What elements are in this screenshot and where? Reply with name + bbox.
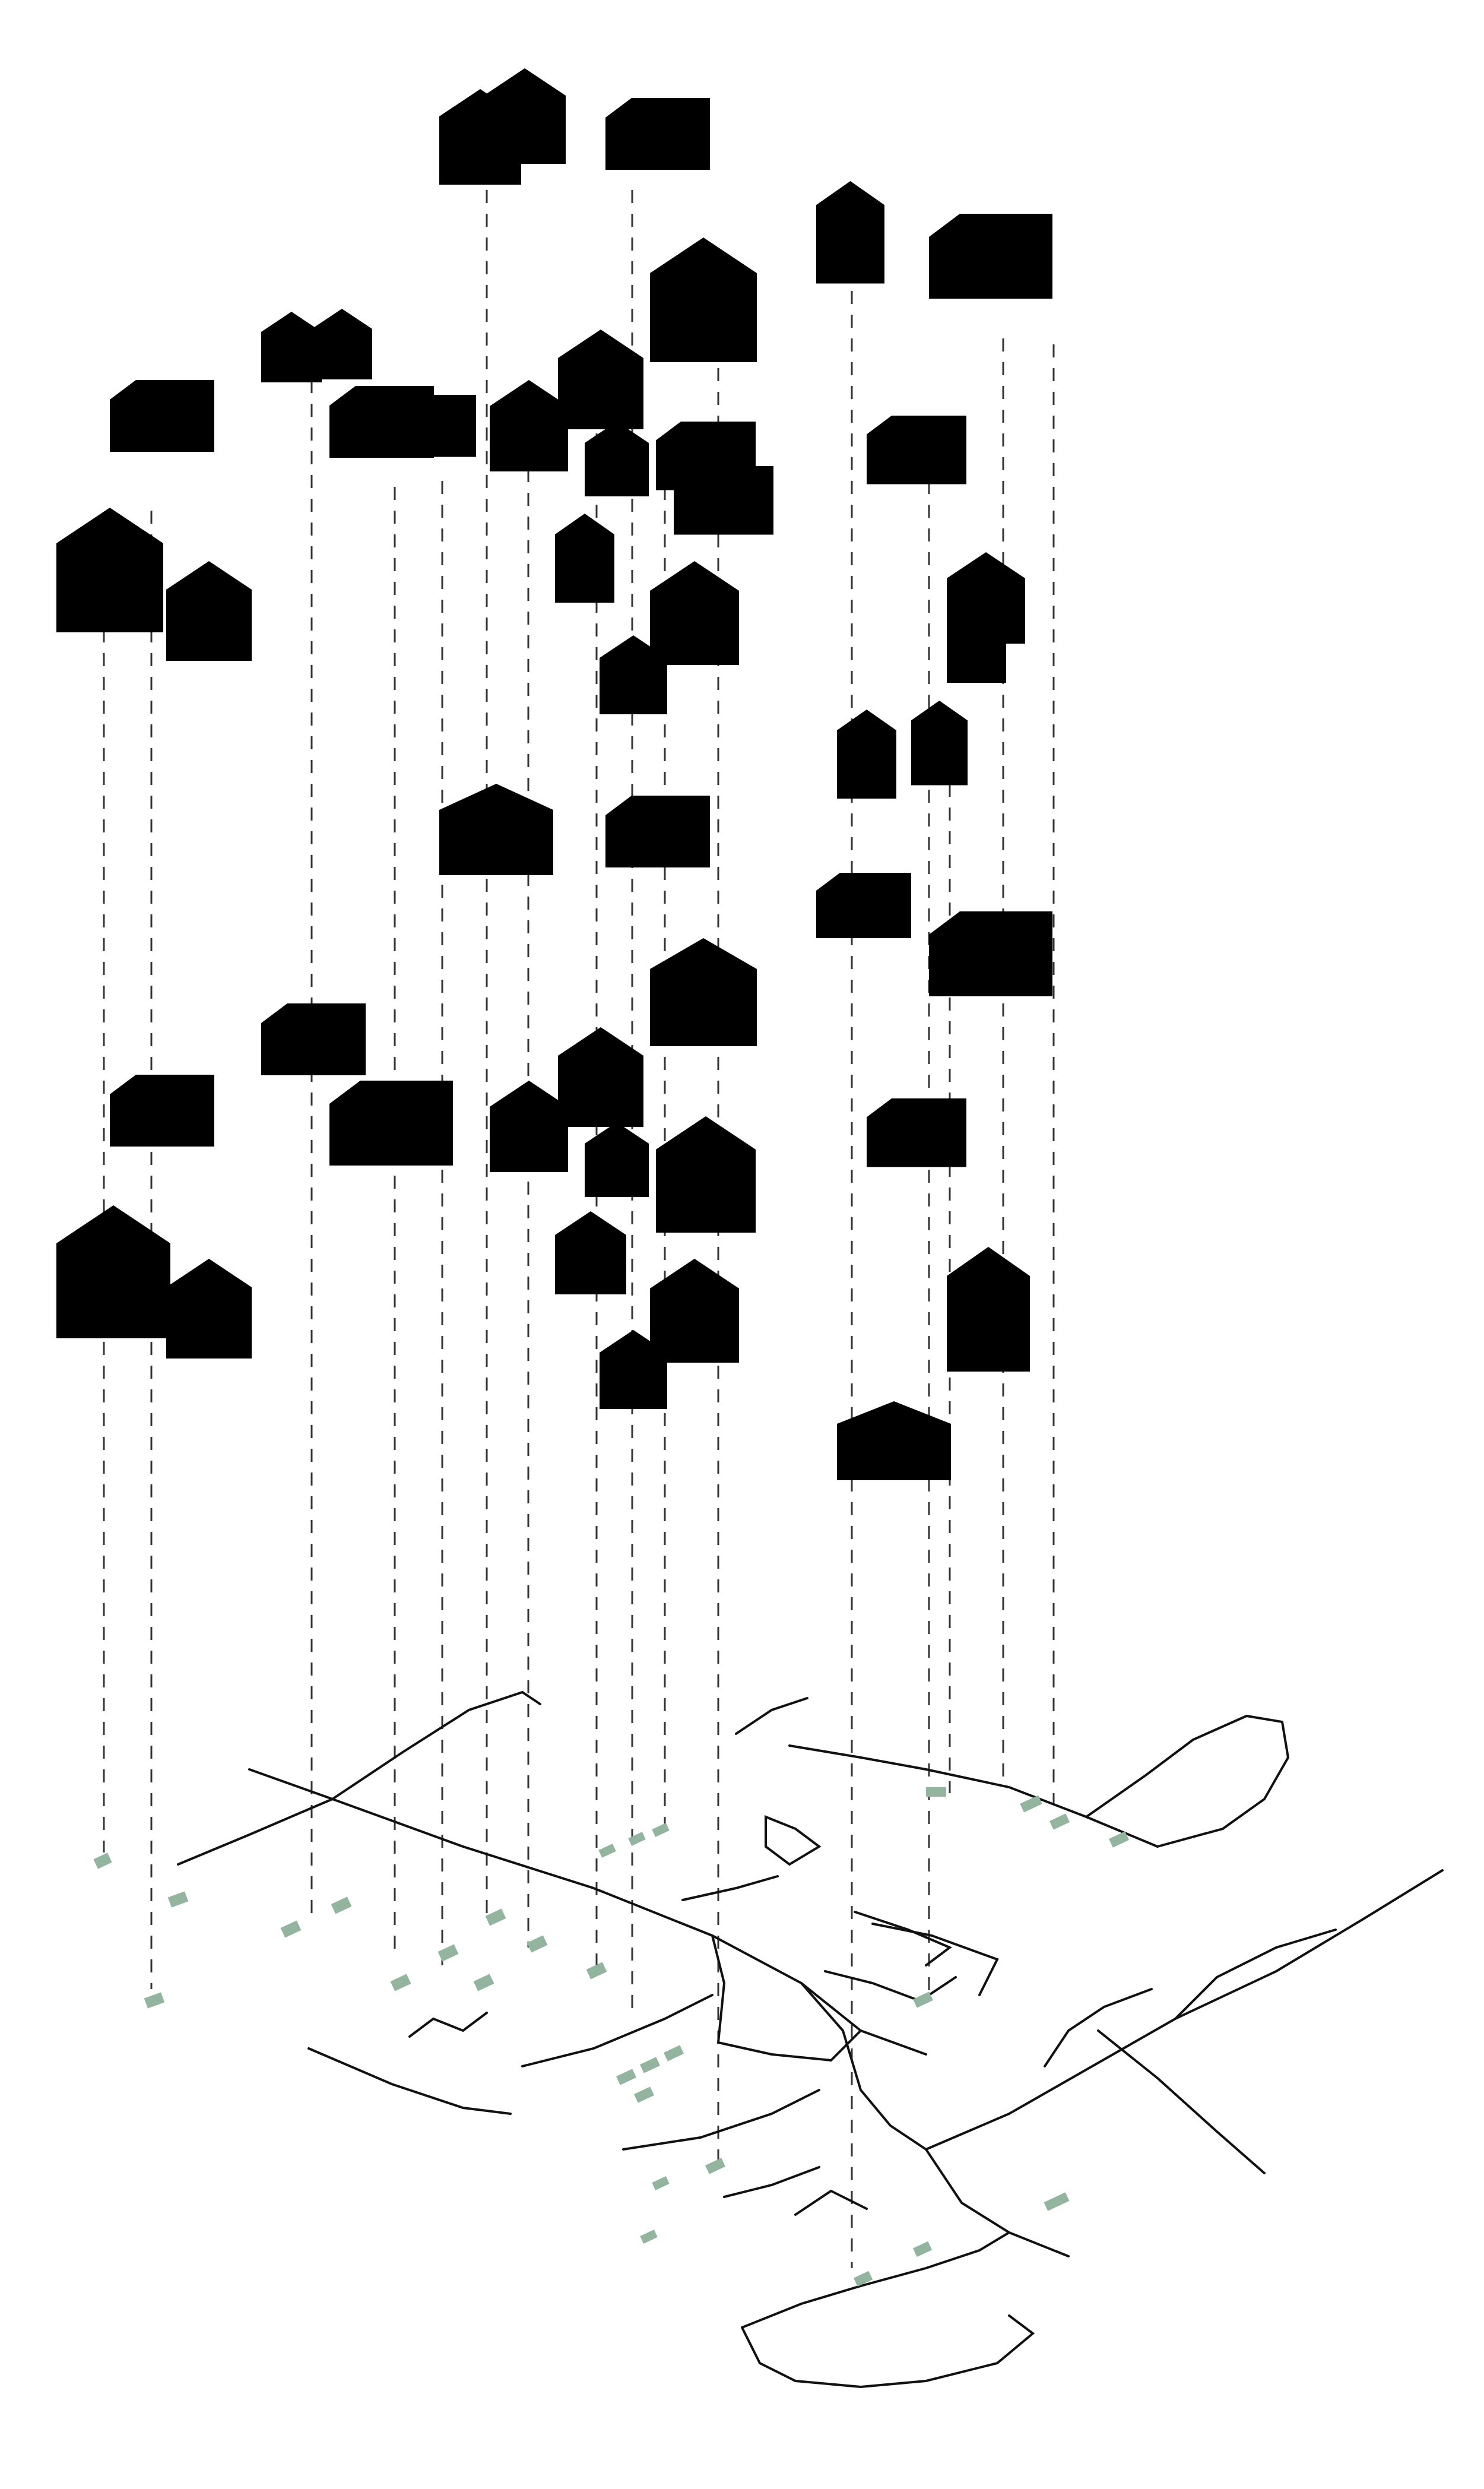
house-silhouettes [56, 784, 1052, 1480]
house-elevations [56, 68, 1052, 799]
street-plan [178, 1692, 1442, 2387]
